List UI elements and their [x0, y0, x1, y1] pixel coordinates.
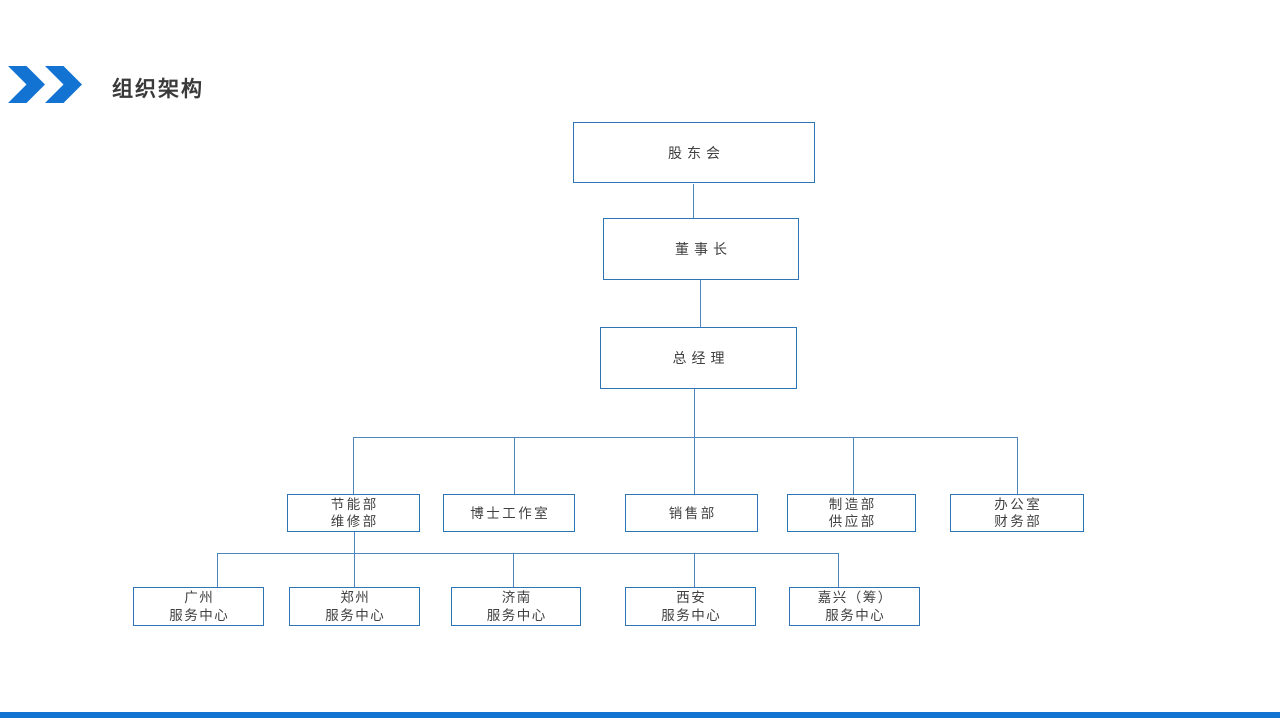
org-box-label: 董事长: [675, 241, 732, 257]
connector-gm-down: [694, 389, 695, 437]
org-box-label: 服务中心: [661, 607, 722, 623]
double-chevron-right-icon: [8, 66, 45, 103]
org-box-label: 服务中心: [825, 607, 886, 623]
org-box-label: 维修部: [330, 514, 379, 529]
org-box-label: 郑州: [340, 589, 371, 605]
org-box-label: 嘉兴（筹）: [817, 589, 893, 605]
connector-dept-bus: [353, 437, 1017, 438]
org-box-label: 西安: [676, 589, 707, 605]
org-box-general-manager: 总经理: [600, 327, 797, 389]
connector-drop-svc-0: [217, 553, 218, 587]
connector-dept0-down: [354, 532, 355, 553]
connector-drop-svc-3: [694, 553, 695, 587]
org-box-dept-sales: 销售部: [625, 494, 758, 532]
org-box-dept-office-finance: 办公室 财务部: [950, 494, 1084, 532]
org-box-svc-guangzhou: 广州 服务中心: [133, 587, 264, 626]
connector-drop-dept-3: [853, 437, 854, 494]
connector-chairman-gm: [700, 280, 701, 327]
org-box-label: 销售部: [668, 505, 717, 521]
org-box-dept-manufacturing-supply: 制造部 供应部: [787, 494, 916, 532]
org-box-label: 节能部: [330, 497, 379, 512]
connector-drop-svc-2: [513, 553, 514, 587]
org-box-label: 股东会: [668, 144, 725, 161]
footer-accent-bar: [0, 712, 1280, 718]
connector-drop-svc-1: [354, 553, 355, 587]
org-box-label: 总经理: [672, 350, 730, 366]
org-box-label: 广州: [184, 589, 215, 605]
connector-drop-dept-1: [514, 437, 515, 494]
org-box-svc-jinan: 济南 服务中心: [451, 587, 581, 626]
org-box-chairman: 董事长: [603, 218, 799, 280]
org-box-label: 财务部: [994, 514, 1043, 529]
org-box-dept-energy-maintenance: 节能部 维修部: [287, 494, 420, 532]
org-box-svc-zhengzhou: 郑州 服务中心: [289, 587, 420, 626]
org-box-label: 服务中心: [486, 607, 547, 623]
connector-drop-dept-4: [1017, 437, 1018, 494]
connector-svc-bus: [217, 553, 838, 554]
org-box-label: 制造部: [828, 497, 877, 512]
org-box-label: 服务中心: [169, 607, 230, 623]
connector-drop-dept-0: [353, 437, 354, 494]
org-box-dept-doctor-studio: 博士工作室: [443, 494, 575, 532]
org-box-label: 博士工作室: [470, 505, 551, 521]
org-box-label: 供应部: [828, 514, 877, 529]
org-box-shareholders: 股东会: [573, 122, 815, 183]
page-title: 组织架构: [112, 78, 204, 101]
org-box-svc-jiaxing: 嘉兴（筹） 服务中心: [789, 587, 920, 626]
double-chevron-right-icon: [45, 66, 82, 103]
org-box-svc-xian: 西安 服务中心: [625, 587, 756, 626]
org-box-label: 办公室: [994, 497, 1043, 512]
connector-drop-svc-4: [838, 553, 839, 587]
org-box-label: 服务中心: [325, 607, 386, 623]
connector-drop-dept-2: [694, 437, 695, 494]
org-box-label: 济南: [501, 589, 532, 605]
connector-root-chairman: [693, 184, 694, 218]
